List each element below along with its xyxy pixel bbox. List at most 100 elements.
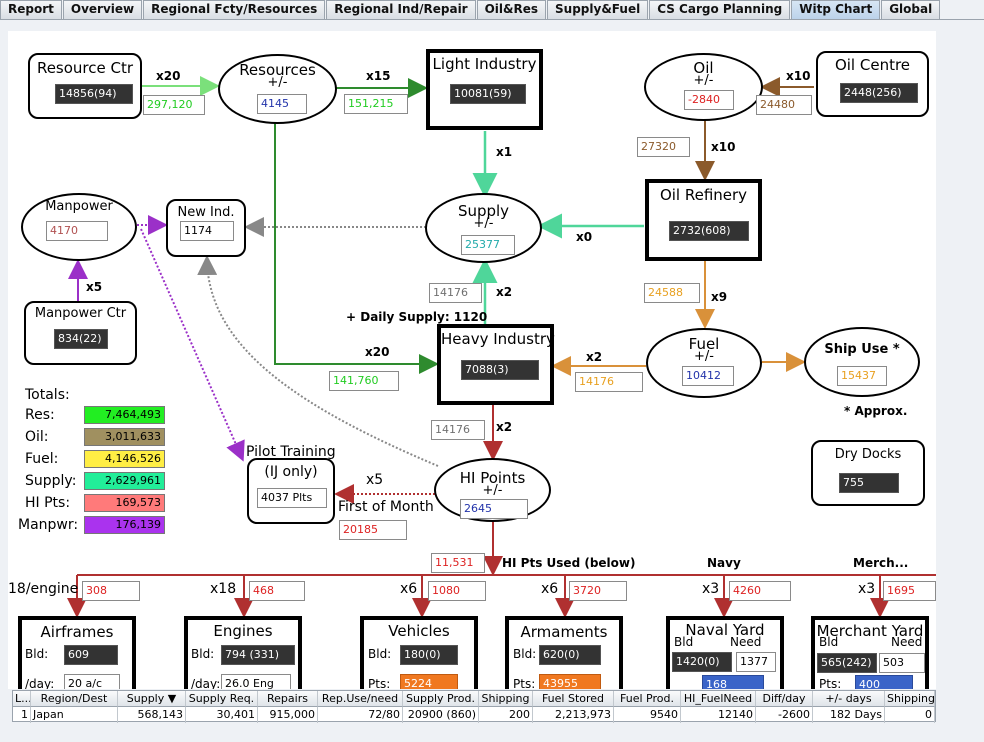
airframes-bld-label: Bld: xyxy=(25,647,49,661)
col-header-hi-fuel-need[interactable]: HI_FuelNeed xyxy=(681,691,756,707)
totals-res-value: 7,464,493 xyxy=(84,406,165,424)
supply-node[interactable]: Supply +/- 25377 xyxy=(425,193,542,263)
armaments-branch-value: 3720 xyxy=(569,581,627,601)
tab-report[interactable]: Report xyxy=(0,0,62,19)
armaments-pts-value: 43955 xyxy=(539,674,601,689)
manpower-node[interactable]: Manpower 4170 xyxy=(21,193,137,261)
tab-bar: Report Overview Regional Fcty/Resources … xyxy=(0,0,941,19)
heavy-industry-node[interactable]: Heavy Industry 7088(3) xyxy=(437,324,555,405)
dry-docks-node[interactable]: Dry Docks 755 xyxy=(811,440,925,506)
tab-regional-ind-repair[interactable]: Regional Ind/Repair xyxy=(326,0,476,19)
cell-fuel-prod: 9540 xyxy=(614,707,681,723)
armaments-mult: x6 xyxy=(541,581,559,597)
naval-yard-node[interactable]: Naval Yard Bld Need 1420(0) 1377 168 xyxy=(666,616,784,689)
oil-refinery-value: 2732(608) xyxy=(669,221,749,241)
merchant-yard-title: Merchant Yard xyxy=(816,622,924,640)
resource-ctr-node[interactable]: Resource Ctr 14856(94) xyxy=(28,53,142,119)
ship-use-value: 15437 xyxy=(837,366,887,386)
light-industry-node[interactable]: Light Industry 10081(59) xyxy=(426,49,543,130)
merchant-yard-pts-label: Pts: xyxy=(819,677,842,689)
cell-supply-req: 30,401 xyxy=(186,707,258,723)
manpower-ctr-node[interactable]: Manpower Ctr 834(22) xyxy=(24,301,137,365)
table-header-row: L... Region/Dest Supply ▼ Supply Req. Re… xyxy=(13,691,935,707)
heavy-industry-value: 7088(3) xyxy=(461,360,539,380)
hi-points-title: HI Points xyxy=(459,469,526,487)
vehicles-node[interactable]: Vehicles Bld: 180(0) Pts: 5224 xyxy=(360,616,478,689)
merchant-yard-bld-label: Bld xyxy=(819,635,839,649)
col-header-fuel-prod[interactable]: Fuel Prod. xyxy=(614,691,681,707)
totals-supply-label: Supply: xyxy=(25,473,77,489)
tab-regional-fcty-resources[interactable]: Regional Fcty/Resources xyxy=(143,0,326,19)
merchant-yard-mult: x3 xyxy=(858,581,876,597)
merchant-yard-pts-value: 400 xyxy=(855,675,913,689)
cell-hi-fuel-need: 12140 xyxy=(681,707,756,723)
resource-ctr-title: Resource Ctr xyxy=(36,59,134,77)
merchant-yard-node[interactable]: Merchant Yard Bld Need 565(242) 503 Pts:… xyxy=(811,616,929,689)
pilot-training-node[interactable]: (IJ only) 4037 Plts xyxy=(247,458,335,524)
navy-header: Navy xyxy=(707,556,741,570)
manpower-ctr-value: 834(22) xyxy=(54,329,108,349)
fuel-node[interactable]: Fuel +/- 10412 xyxy=(646,328,762,398)
tab-cs-cargo-planning[interactable]: CS Cargo Planning xyxy=(649,0,791,19)
col-header-region[interactable]: Region/Dest xyxy=(31,691,118,707)
resources-node[interactable]: Resources +/- 4145 xyxy=(218,54,337,124)
col-header-supply[interactable]: Supply ▼ xyxy=(118,691,186,707)
col-header-days[interactable]: +/- days xyxy=(813,691,885,707)
daily-supply-label: + Daily Supply: 1120 xyxy=(346,310,488,324)
tab-witp-chart[interactable]: Witp Chart xyxy=(791,0,881,19)
hi-points-sub: +/- xyxy=(482,483,503,498)
tab-supply-fuel[interactable]: Supply&Fuel xyxy=(547,0,649,19)
ship-use-title: Ship Use * xyxy=(824,342,900,357)
col-header-level[interactable]: L... xyxy=(13,691,31,707)
naval-yard-title: Naval Yard xyxy=(685,621,765,639)
engines-day-label: /day: xyxy=(191,677,221,689)
pilot-training-sub: (IJ only) xyxy=(264,464,318,480)
oil-refinery-flow-value: 27320 xyxy=(637,137,690,157)
resources-light-mult: x15 xyxy=(366,69,391,83)
airframes-bld-value: 609 xyxy=(64,645,118,665)
heavy-supply-mult: x2 xyxy=(496,285,513,299)
resources-heavy-mult: x20 xyxy=(365,345,390,359)
col-header-shipping-2[interactable]: Shipping xyxy=(885,691,935,707)
hi-pilot-mult: x5 xyxy=(366,472,384,488)
cell-repairs: 915,000 xyxy=(258,707,318,723)
ship-use-node[interactable]: Ship Use * 15437 xyxy=(804,327,920,397)
new-ind-title: New Ind. xyxy=(177,205,235,220)
col-header-fuel-stored[interactable]: Fuel Stored xyxy=(533,691,614,707)
col-header-repairs[interactable]: Repairs xyxy=(258,691,318,707)
heavy-hi-mult: x2 xyxy=(496,420,513,434)
oil-refinery-mult: x10 xyxy=(711,140,736,154)
cell-shipping-2: 0 xyxy=(885,707,935,723)
manpower-value: 4170 xyxy=(46,221,108,241)
col-header-shipping[interactable]: Shipping xyxy=(479,691,533,707)
tab-divider xyxy=(0,19,984,20)
oil-node[interactable]: Oil +/- -2840 xyxy=(644,53,763,121)
hi-points-node[interactable]: HI Points +/- 2645 xyxy=(434,458,551,522)
col-header-diff-day[interactable]: Diff/day xyxy=(756,691,813,707)
armaments-bld-label: Bld: xyxy=(513,647,537,661)
engines-title: Engines xyxy=(213,622,273,640)
engines-node[interactable]: Engines Bld: 794 (331) /day: 26.0 Eng xyxy=(184,616,302,689)
col-header-supply-prod[interactable]: Supply Prod. xyxy=(403,691,479,707)
vehicles-branch-value: 1080 xyxy=(428,581,486,601)
tab-overview[interactable]: Overview xyxy=(62,0,143,19)
resources-title: Resources xyxy=(239,61,316,79)
armaments-node[interactable]: Armaments Bld: 620(0) Pts: 43955 xyxy=(505,616,623,689)
table-row[interactable]: 1 Japan 568,143 30,401 915,000 72/80 209… xyxy=(13,707,935,723)
vehicles-bld-value: 180(0) xyxy=(400,645,458,665)
tab-global[interactable]: Global xyxy=(881,0,941,19)
cell-diff-day: -2600 xyxy=(756,707,813,723)
new-ind-node[interactable]: New Ind. 1174 xyxy=(166,199,246,257)
new-ind-value: 1174 xyxy=(180,221,234,241)
resources-heavy-flow-value: 141,760 xyxy=(329,371,399,391)
tab-oil-res[interactable]: Oil&Res xyxy=(476,0,547,19)
naval-yard-bld-label: Bld xyxy=(674,635,694,649)
airframes-node[interactable]: Airframes Bld: 609 /day: 20 a/c xyxy=(18,616,136,689)
oil-refinery-node[interactable]: Oil Refinery 2732(608) xyxy=(645,179,762,261)
oil-centre-node[interactable]: Oil Centre 2448(256) xyxy=(816,51,929,117)
oil-centre-mult: x10 xyxy=(786,69,811,83)
col-header-supply-req[interactable]: Supply Req. xyxy=(186,691,258,707)
col-header-rep-use-need[interactable]: Rep.Use/need xyxy=(318,691,403,707)
merchant-yard-need-label: Need xyxy=(891,635,923,649)
pilot-training-value: 4037 Plts xyxy=(257,488,327,508)
